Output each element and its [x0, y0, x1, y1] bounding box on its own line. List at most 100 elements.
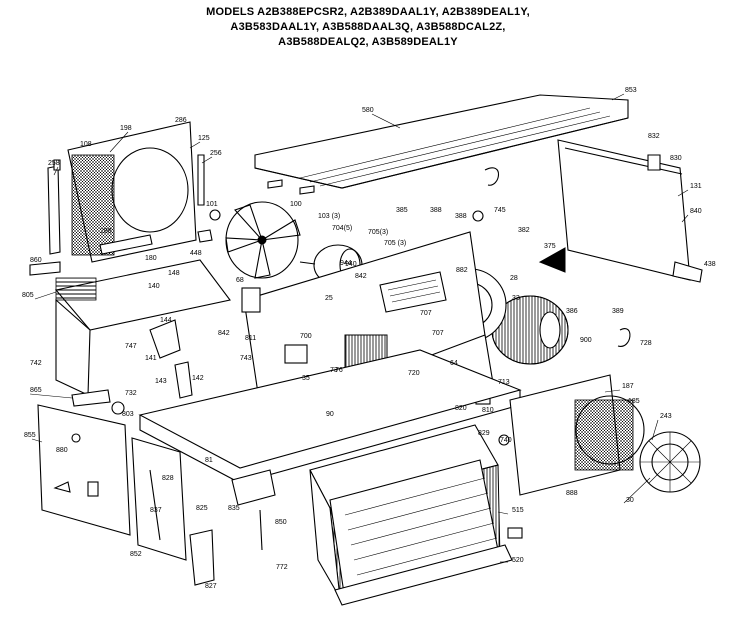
part-label: 713: [498, 379, 510, 386]
side-strip-part: [197, 154, 205, 206]
part-label: 707: [420, 310, 432, 317]
part-label: 700: [300, 333, 312, 340]
part-label: 742: [30, 360, 42, 367]
part-label: 515: [512, 507, 524, 514]
part-label: 850: [275, 519, 287, 526]
front-grille-part: [329, 459, 513, 606]
part-label: 438: [704, 261, 716, 268]
part-label: 375: [544, 243, 556, 250]
part-label: 852: [130, 551, 142, 558]
part-label: 131: [690, 183, 702, 190]
part-label: 144: [160, 317, 172, 324]
part-label: 388: [430, 207, 442, 214]
part-label: 243: [660, 413, 672, 420]
part-label: 853: [625, 87, 637, 94]
part-label: 90: [326, 411, 334, 418]
part-label: 888: [566, 490, 578, 497]
part-label: 772: [276, 564, 288, 571]
part-label: 842: [355, 273, 367, 280]
part-number-labels: 580 853 198 108 286 125 258 256 100 288 …: [22, 87, 716, 590]
part-label: 832: [648, 133, 660, 140]
part-label: 142: [192, 375, 204, 382]
part-label: 388: [455, 213, 467, 220]
part-label: 187: [622, 383, 634, 390]
part-label: 81: [205, 457, 213, 464]
part-label: 389: [612, 308, 624, 315]
part-label: 28: [510, 275, 518, 282]
part-label: 101: [206, 201, 218, 208]
part-label: 835: [228, 505, 240, 512]
part-label: 256: [210, 150, 222, 157]
part-label: 865: [30, 387, 42, 394]
part-label: 33: [512, 295, 520, 302]
part-label: 880: [56, 447, 68, 454]
part-label: 100: [290, 201, 302, 208]
part-label: 148: [168, 270, 180, 277]
part-label: 944: [340, 260, 352, 267]
blower-wheel-part: [491, 295, 569, 365]
left-front-panel-part: [37, 404, 131, 536]
left-grille-panel-part: [67, 121, 197, 263]
part-label: 940: [345, 261, 357, 268]
part-label: 860: [30, 257, 42, 264]
part-label: 704(5): [332, 225, 352, 232]
models-title-line-2: A3B583DAAL1Y, A3B588DAAL3Q, A3B588DCAL2Z…: [230, 21, 506, 33]
part-label: 803: [122, 411, 134, 418]
part-label: 68: [236, 277, 244, 284]
part-label: 732: [125, 390, 137, 397]
part-label: 103 (3): [318, 213, 340, 220]
part-label: 143: [155, 378, 167, 385]
part-label: 900: [580, 337, 592, 344]
fan-guard-part: [639, 431, 701, 493]
part-label: 728: [640, 340, 652, 347]
part-label: 828: [162, 475, 174, 482]
part-label: 140: [148, 283, 160, 290]
part-label: 30: [626, 497, 634, 504]
part-label: 840: [690, 208, 702, 215]
part-label: 141: [145, 355, 157, 362]
models-title-line-3: A3B588DEALQ2, A3B589DEAL1Y: [278, 36, 458, 48]
part-label: 385: [396, 207, 408, 214]
part-label: 720: [408, 370, 420, 377]
part-label: 855: [24, 432, 36, 439]
part-label: 805: [22, 292, 34, 299]
part-label: 830: [670, 155, 682, 162]
part-label: 76: [335, 367, 343, 374]
part-label: 580: [362, 107, 374, 114]
control-bracket-part: [131, 437, 187, 561]
part-label: 882: [456, 267, 468, 274]
part-label: 520: [512, 557, 524, 564]
part-label: 35: [302, 375, 310, 382]
part-label: 382: [518, 227, 530, 234]
part-label: 705 (3): [384, 240, 406, 247]
part-label: 125: [198, 135, 210, 142]
part-label: 829: [478, 430, 490, 437]
part-label: 448: [190, 250, 202, 257]
part-label: 73: [330, 367, 338, 374]
part-label: 827: [205, 583, 217, 590]
part-label: 288: [100, 228, 112, 235]
part-label: 747: [125, 343, 137, 350]
part-label: 740: [500, 437, 512, 444]
leader-lines: [29, 93, 689, 563]
rear-condenser-grille-part: [509, 374, 645, 496]
part-label: 705(3): [368, 229, 388, 236]
condenser-shroud-part: [54, 259, 231, 396]
part-label: 386: [566, 308, 578, 315]
top-cover-part: [254, 94, 629, 195]
part-label: 825: [196, 505, 208, 512]
part-label: 25: [325, 295, 333, 302]
part-label: 185: [628, 398, 640, 405]
part-label: 810: [482, 407, 494, 414]
left-strip-part: [47, 159, 61, 255]
part-label: 258: [48, 160, 60, 167]
part-label: 745: [494, 207, 506, 214]
part-label: 198: [120, 125, 132, 132]
models-title-line-1: MODELS A2B388EPCSR2, A2B389DAAL1Y, A2B38…: [206, 6, 530, 18]
part-label: 64: [450, 360, 458, 367]
part-label: 811: [245, 335, 256, 342]
part-label: 180: [145, 255, 157, 262]
part-label: 837: [150, 507, 162, 514]
